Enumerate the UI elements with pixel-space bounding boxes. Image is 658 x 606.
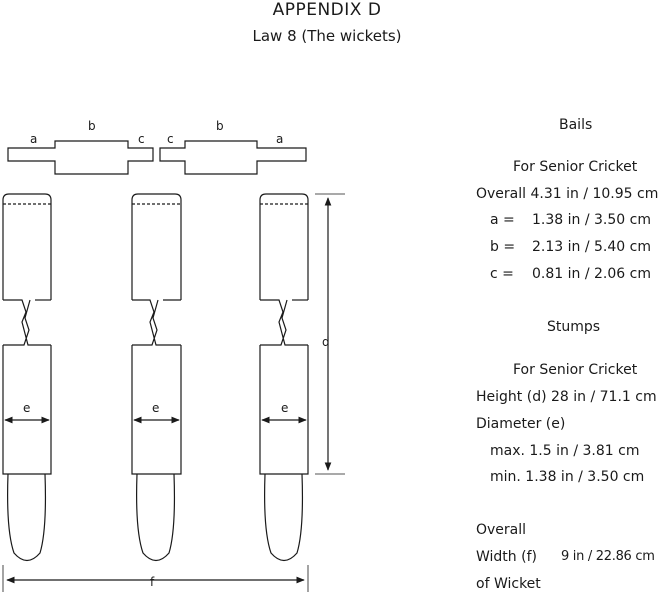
stumps-min: min. 1.38 in / 3.50 cm (490, 469, 645, 485)
width-label-f: f (150, 575, 155, 589)
stump (259, 193, 309, 562)
bails-a-label: a = (490, 212, 515, 228)
stumps-heading: Stumps (547, 319, 601, 335)
bails-b-value: 2.13 in / 5.40 cm (532, 239, 651, 255)
width-dimension (2, 565, 309, 592)
bail-label-c: c (138, 132, 145, 146)
page-subtitle: Law 8 (The wickets) (252, 27, 402, 45)
overall-heading: Overall (476, 522, 527, 538)
bail-label-b: b (216, 119, 224, 133)
stumps-height: Height (d) 28 in / 71.1 cm (476, 389, 657, 405)
bails-heading: Bails (559, 117, 593, 133)
bail-label-b: b (88, 119, 96, 133)
bail-right (159, 140, 307, 175)
stump (131, 193, 182, 562)
bails-b-label: b = (490, 239, 516, 255)
height-dimension (315, 193, 345, 475)
bail-label-c: c (167, 132, 174, 146)
bails-a-value: 1.38 in / 3.50 cm (532, 212, 651, 228)
bail-left (7, 140, 154, 175)
page-title: APPENDIX D (272, 0, 382, 20)
diameter-label-e: e (152, 401, 159, 415)
diameter-label-e: e (281, 401, 288, 415)
stump (2, 193, 52, 562)
bail-label-a: a (30, 132, 37, 146)
overall-width-label: Width (f) (476, 549, 537, 565)
diameter-label-e: e (23, 401, 30, 415)
bail-label-a: a (276, 132, 283, 146)
stumps-diameter: Diameter (e) (476, 416, 566, 432)
stumps-subheading: For Senior Cricket (513, 362, 638, 378)
overall-of-wicket: of Wicket (476, 576, 541, 592)
bails-overall: Overall 4.31 in / 10.95 cm (476, 186, 658, 202)
bails-c-value: 0.81 in / 2.06 cm (532, 266, 651, 282)
stumps-max: max. 1.5 in / 3.81 cm (490, 443, 640, 459)
bails-subheading: For Senior Cricket (513, 159, 638, 175)
height-label-d: d (322, 335, 330, 349)
bails-c-label: c = (490, 266, 514, 282)
overall-width-value: 9 in / 22.86 cm (561, 549, 655, 564)
